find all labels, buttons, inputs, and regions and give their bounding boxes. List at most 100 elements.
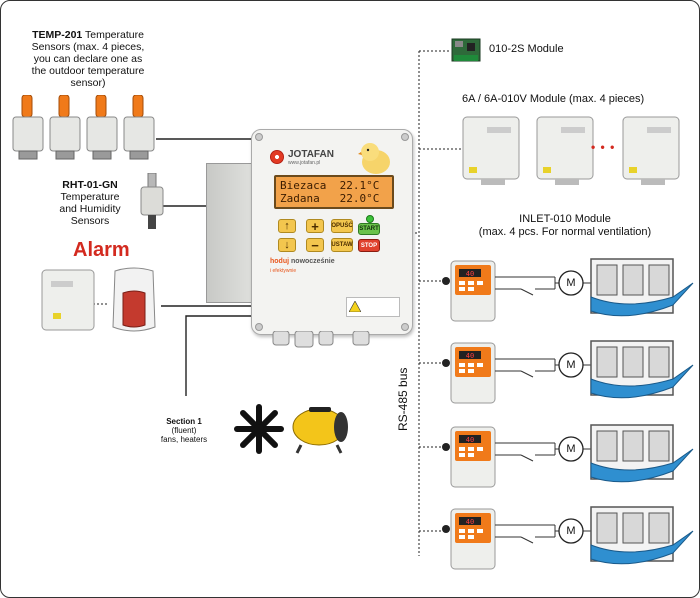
section-title: Section 1 — [166, 417, 202, 426]
inlet-controller: 40 — [442, 508, 496, 570]
inlet-display-value: 40 — [466, 352, 474, 360]
motor-label: M — [566, 525, 575, 537]
rht-sensor-label: RHT-01-GN Temperature and Humidity Senso… — [41, 179, 139, 227]
lcd-line-1: Biezaca 22.1°C — [280, 179, 380, 192]
rht-sensor-desc-1: Temperature — [60, 191, 120, 204]
slogan-word-1: hoduj — [270, 258, 290, 265]
air-inlet-icon — [590, 340, 694, 399]
motor-icon: M — [558, 352, 584, 378]
module-6a-label: 6A / 6A-010V Module (max. 4 pieces) — [462, 93, 645, 105]
temp-sensor-label: TEMP-201 Temperature Sensors (max. 4 pie… — [19, 29, 157, 89]
module-010-2s — [451, 38, 481, 62]
motor-label: M — [566, 443, 575, 455]
screw-icon — [401, 133, 409, 141]
inlet-module-label-1: INLET-010 Module — [519, 213, 611, 225]
start-led-icon — [366, 215, 374, 223]
inlet-controller: 40 — [442, 342, 496, 404]
air-inlet-icon — [590, 506, 694, 565]
rht-sensor — [140, 173, 164, 229]
air-inlet-icon — [590, 258, 694, 317]
motor-icon: M — [558, 436, 584, 462]
jotafan-controller: JOTAFAN www.jotafan.pl Biezaca 22.1°C Za… — [251, 129, 413, 335]
rht-sensor-desc-3: Sensors — [70, 215, 110, 228]
section-line-2: fans, heaters — [160, 435, 208, 445]
temp-sensor-title: TEMP-201 — [32, 29, 83, 41]
temp-sensor-1 — [12, 95, 44, 160]
minus-button[interactable]: − — [306, 237, 324, 253]
inlet-row: 40 M — [442, 506, 694, 570]
inlet-wiring — [495, 524, 591, 544]
temp-sensor-3 — [86, 95, 118, 160]
motor-label: M — [566, 277, 575, 289]
screw-icon — [401, 323, 409, 331]
motor-icon: M — [558, 270, 584, 296]
module-6a-group — [462, 116, 680, 185]
section-label: Section 1 (fluent) fans, heaters — [151, 417, 217, 445]
lcd-line-2: Zadana 22.0°C — [280, 192, 380, 205]
inlet-module-label: INLET-010 Module (max. 4 pcs. For normal… — [431, 213, 699, 238]
temp-sensor-desc-4: the outdoor temperature — [31, 65, 145, 78]
arrow-down-icon: ↓ — [284, 239, 290, 251]
temp-sensor-desc-2: Sensors (max. 4 pieces, — [31, 41, 145, 54]
inlet-wiring — [495, 276, 591, 296]
temp-sensor-4 — [123, 95, 155, 160]
inlet-controller: 40 — [442, 426, 496, 488]
module-010-2s-label: 010-2S Module — [489, 43, 564, 55]
ustaw-button[interactable]: USTAW — [331, 238, 353, 252]
motor-icon: M — [558, 518, 584, 544]
module-6a-1 — [462, 116, 520, 185]
minus-icon: − — [311, 237, 319, 253]
section-line-1: (fluent) — [171, 426, 197, 436]
inlet-wiring — [495, 358, 591, 378]
inlet-display-value: 40 — [466, 518, 474, 526]
inlet-display-value: 40 — [466, 270, 474, 278]
controller-brand: JOTAFAN — [288, 149, 334, 160]
screw-icon — [255, 323, 263, 331]
start-button[interactable]: START — [358, 223, 380, 235]
screw-icon — [255, 133, 263, 141]
temp-sensor-desc-5: sensor) — [70, 77, 106, 90]
arrow-up-button[interactable]: ↑ — [278, 219, 296, 233]
rs485-bus-label: RS-485 bus — [396, 367, 410, 431]
stop-button[interactable]: STOP — [358, 239, 380, 252]
inlet-wiring — [495, 442, 591, 462]
slogan-line-1: hoduj nowocześnie — [270, 258, 335, 266]
temp-sensor-2 — [49, 95, 81, 160]
inlet-row: 40 M — [442, 340, 694, 404]
warning-label — [346, 297, 400, 317]
temp-sensors-group — [12, 95, 155, 160]
module-6a-2 — [536, 116, 594, 185]
temp-sensor-desc-1: Temperature — [82, 29, 144, 41]
arrow-down-button[interactable]: ↓ — [278, 238, 296, 252]
inlet-row: 40 M — [442, 258, 694, 322]
jotafan-logo-icon — [270, 150, 284, 164]
module-6a-3 — [622, 116, 680, 185]
slogan-line-2: i efektywnie — [270, 268, 297, 274]
inlet-display-value: 40 — [466, 436, 474, 444]
alarm-control-box — [41, 269, 95, 331]
lcd-display: Biezaca 22.1°C Zadana 22.0°C — [274, 175, 394, 209]
rht-sensor-desc-2: and Humidity — [59, 203, 121, 216]
rht-sensor-title: RHT-01-GN — [62, 179, 118, 191]
alarm-label: Alarm — [73, 239, 130, 261]
alarm-siren — [112, 267, 156, 332]
chick-icon — [358, 143, 390, 174]
inlet-controller: 40 — [442, 260, 496, 322]
warning-icon — [349, 301, 361, 312]
controller-website: www.jotafan.pl — [288, 160, 321, 166]
more-modules-dots: • • • — [591, 140, 616, 154]
slogan-word-2: nowocześnie — [291, 258, 335, 265]
inlet-row: 40 M — [442, 424, 694, 488]
section-wire — [185, 315, 263, 396]
inlet-module-label-2: (max. 4 pcs. For normal ventilation) — [478, 225, 652, 238]
plus-icon: + — [311, 218, 319, 234]
fan-icon — [234, 404, 284, 454]
arrow-up-icon: ↑ — [284, 220, 290, 232]
opusc-button[interactable]: OPUŚĆ — [331, 219, 353, 233]
plus-button[interactable]: + — [306, 218, 324, 234]
motor-label: M — [566, 359, 575, 371]
temp-sensor-desc-3: you can declare one as — [33, 53, 143, 66]
cable-glands — [272, 331, 370, 348]
